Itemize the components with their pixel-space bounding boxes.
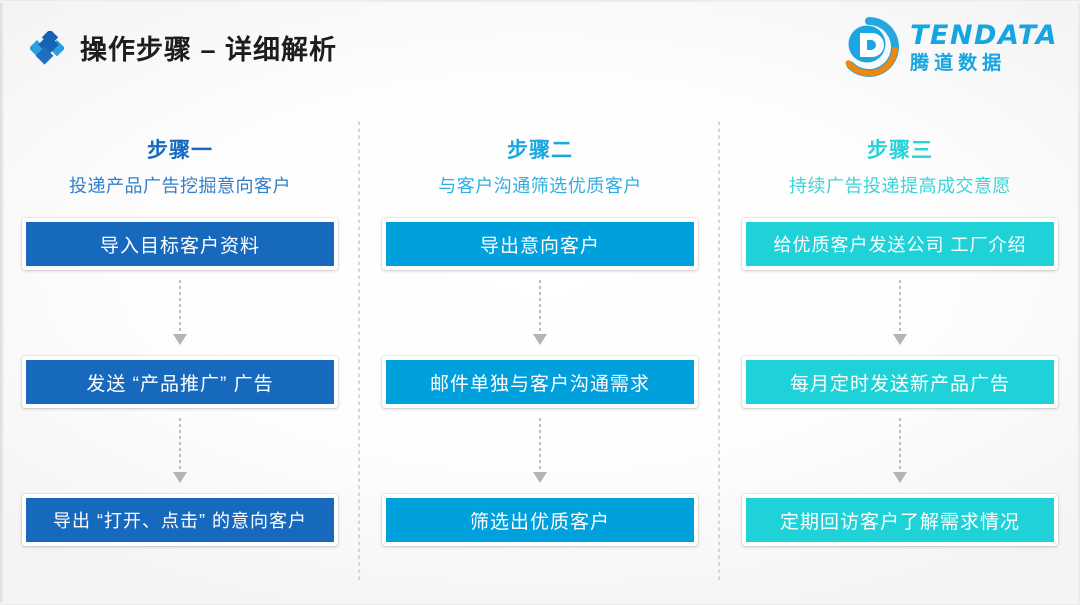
diamond-cluster-icon	[28, 28, 66, 65]
step-box-3-1[interactable]: 给优质客户发送公司 工厂介绍	[741, 217, 1059, 271]
brand-logo: TENDATA 腾道数据	[838, 16, 1058, 78]
steps-container: 步骤一 投递产品广告挖掘意向客户 导入目标客户资料 发送 “产品推广” 广告 导…	[0, 118, 1080, 588]
slide-edge-left	[0, 0, 4, 605]
step-label-3: 步骤三	[867, 139, 933, 162]
down-arrow-icon	[533, 334, 547, 345]
connector-3-1	[742, 270, 1058, 356]
down-arrow-icon	[893, 472, 907, 483]
logo-wordmark: TENDATA 腾道数据	[910, 22, 1058, 73]
slide-edge-top	[0, 0, 1080, 3]
step-label-1: 步骤一	[147, 139, 213, 162]
connector-3-2	[742, 408, 1058, 494]
step-box-3-2[interactable]: 每月定时发送新产品广告	[741, 355, 1059, 409]
step-box-list-3: 给优质客户发送公司 工厂介绍 每月定时发送新产品广告 定期回访客户了解需求情况	[741, 217, 1059, 547]
connector-2-1	[382, 270, 698, 356]
step-box-1-2[interactable]: 发送 “产品推广” 广告	[21, 355, 339, 409]
step-desc-2: 与客户沟通筛选优质客户	[438, 176, 642, 196]
connector-line	[179, 280, 181, 338]
step-box-2-1[interactable]: 导出意向客户	[381, 217, 699, 271]
slide-header: 操作步骤 – 详细解析 TENDATA 腾道数据	[0, 0, 1080, 100]
page-title: 操作步骤 – 详细解析	[80, 35, 338, 65]
step-box-1-3[interactable]: 导出 “打开、点击” 的意向客户	[21, 493, 339, 547]
column-divider-2	[718, 118, 720, 580]
slide-edge-bottom	[0, 602, 1080, 605]
tendata-circle-d-logo-icon	[838, 16, 900, 78]
step-box-1-1[interactable]: 导入目标客户资料	[21, 217, 339, 271]
connector-line	[179, 418, 181, 476]
down-arrow-icon	[533, 472, 547, 483]
step-column-2: 步骤二 与客户沟通筛选优质客户 导出意向客户 邮件单独与客户沟通需求 筛选出优质…	[360, 118, 720, 588]
down-arrow-icon	[173, 472, 187, 483]
column-divider-1	[358, 118, 360, 580]
step-label-2: 步骤二	[507, 139, 573, 162]
slide-edge-right	[1077, 0, 1080, 605]
down-arrow-icon	[173, 334, 187, 345]
connector-line	[899, 418, 901, 476]
step-desc-3: 持续广告投递提高成交意愿	[789, 176, 1011, 196]
step-box-2-2[interactable]: 邮件单独与客户沟通需求	[381, 355, 699, 409]
title-group: 操作步骤 – 详细解析	[28, 28, 338, 67]
step-desc-1: 投递产品广告挖掘意向客户	[69, 176, 291, 196]
step-column-3: 步骤三 持续广告投递提高成交意愿 给优质客户发送公司 工厂介绍 每月定时发送新产…	[720, 118, 1080, 588]
connector-1-1	[22, 270, 338, 356]
connector-line	[539, 418, 541, 476]
step-box-3-3[interactable]: 定期回访客户了解需求情况	[741, 493, 1059, 547]
logo-text-en: TENDATA	[910, 19, 1058, 51]
step-box-2-3[interactable]: 筛选出优质客户	[381, 493, 699, 547]
step-box-list-2: 导出意向客户 邮件单独与客户沟通需求 筛选出优质客户	[381, 217, 699, 547]
logo-text-cn: 腾道数据	[910, 52, 1007, 74]
down-arrow-icon	[893, 334, 907, 345]
connector-2-2	[382, 408, 698, 494]
connector-line	[539, 280, 541, 338]
step-column-1: 步骤一 投递产品广告挖掘意向客户 导入目标客户资料 发送 “产品推广” 广告 导…	[0, 118, 360, 588]
connector-1-2	[22, 408, 338, 494]
step-box-list-1: 导入目标客户资料 发送 “产品推广” 广告 导出 “打开、点击” 的意向客户	[21, 217, 339, 547]
connector-line	[899, 280, 901, 338]
